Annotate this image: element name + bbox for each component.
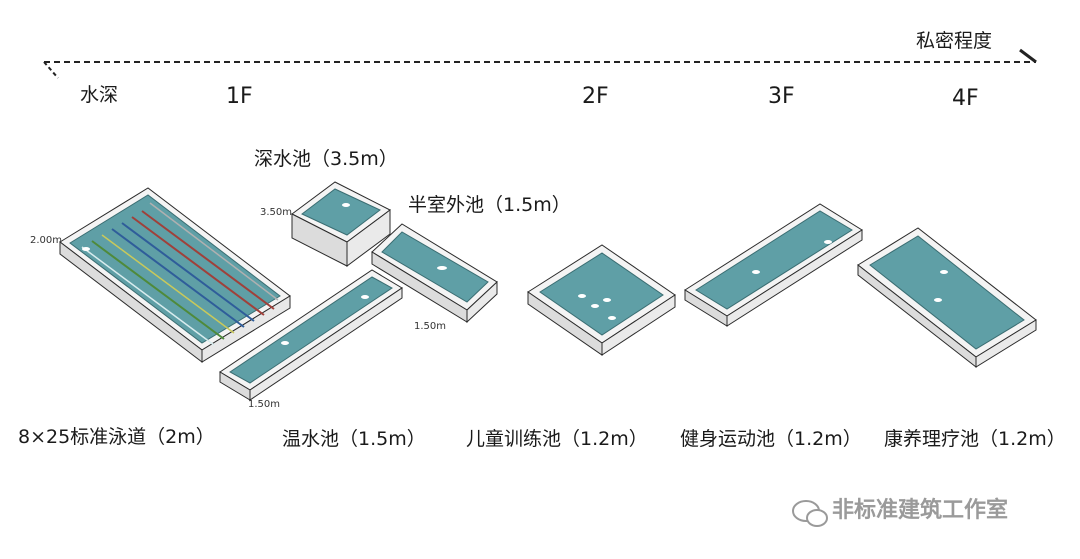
floor-label-2f: 2F: [582, 84, 609, 109]
pool-children-training: [527, 244, 676, 356]
floor-label-3f: 3F: [768, 84, 795, 109]
floor-label-4f: 4F: [952, 86, 979, 111]
pool-name-fitness: 健身运动池（1.2m）: [680, 428, 862, 450]
pool-deep-water: [291, 181, 391, 267]
pool-standard-lanes: [59, 187, 291, 364]
pool-name-standard-lanes: 8×25标准泳道（2m）: [18, 426, 215, 448]
axis-left-label: 水深: [80, 84, 119, 106]
pool-semi-outdoor: [371, 223, 498, 324]
wechat-icon: [792, 500, 828, 527]
depth-tag-deep-water: 3.50m: [260, 207, 293, 218]
axis-right-label: 私密程度: [916, 30, 993, 52]
pool-name-warm-water: 温水池（1.5m）: [282, 428, 426, 450]
depth-tag-warm-water: 1.50m: [248, 399, 281, 410]
pool-name-deep-water: 深水池（3.5m）: [254, 148, 398, 170]
floor-label-1f: 1F: [226, 84, 253, 109]
pool-wellness-therapy: [857, 227, 1037, 369]
pool-name-wellness-therapy: 康养理疗池（1.2m）: [884, 428, 1066, 450]
privacy-depth-axis: [43, 48, 1037, 79]
pool-name-semi-outdoor: 半室外池（1.5m）: [408, 194, 571, 216]
pool-warm-water: [219, 269, 403, 401]
depth-tag-semi-outdoor: 1.50m: [414, 321, 447, 332]
pool-fitness: [684, 203, 863, 327]
depth-tag-standard-lanes: 2.00m: [30, 235, 63, 246]
pool-name-children-training: 儿童训练池（1.2m）: [466, 428, 648, 450]
watermark-text: 非标准建筑工作室: [832, 498, 1009, 523]
